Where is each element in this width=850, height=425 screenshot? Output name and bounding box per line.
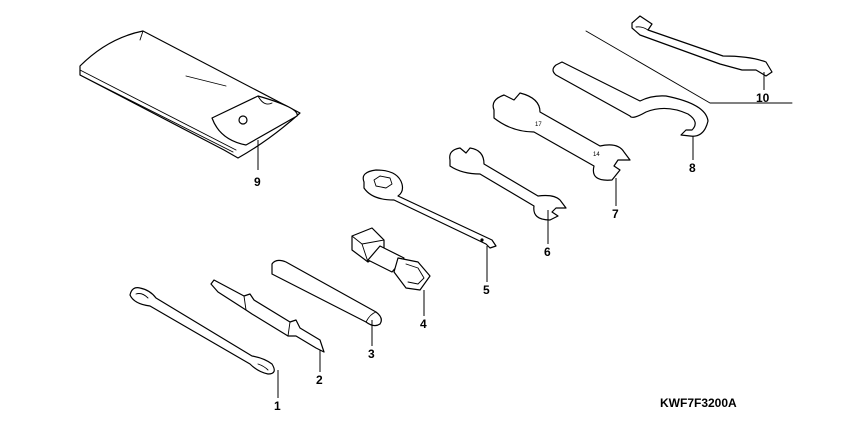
svg-text:17: 17 [535, 122, 542, 128]
screwdriver-grip-icon [271, 259, 382, 327]
screwdriver-icon [210, 279, 325, 353]
callout-2: 2 [316, 373, 323, 387]
pin-spanner-icon [552, 61, 709, 137]
leader-lines [257, 72, 765, 398]
box-wrench-icon [362, 169, 497, 249]
drawing-code: KWF7F3200A [660, 396, 737, 410]
spark-plug-wrench-icon [351, 227, 431, 291]
callout-6: 6 [544, 245, 551, 259]
callout-1: 1 [274, 399, 281, 413]
open-end-wrench-large-icon: 17 14 [492, 92, 631, 181]
callout-8: 8 [689, 161, 696, 175]
callout-7: 7 [612, 207, 619, 221]
hook-spanner-icon [631, 15, 773, 77]
callout-5: 5 [483, 283, 490, 297]
callout-10: 10 [756, 91, 770, 105]
open-end-wrench-small-icon [449, 147, 567, 221]
tool-bag-strap-icon [129, 287, 275, 375]
callout-4: 4 [420, 317, 427, 331]
hook-spanner-ref-line [585, 30, 793, 104]
tool-bag-icon [79, 30, 301, 159]
svg-text:14: 14 [593, 152, 600, 158]
callout-3: 3 [368, 347, 375, 361]
callout-9: 9 [254, 175, 261, 189]
